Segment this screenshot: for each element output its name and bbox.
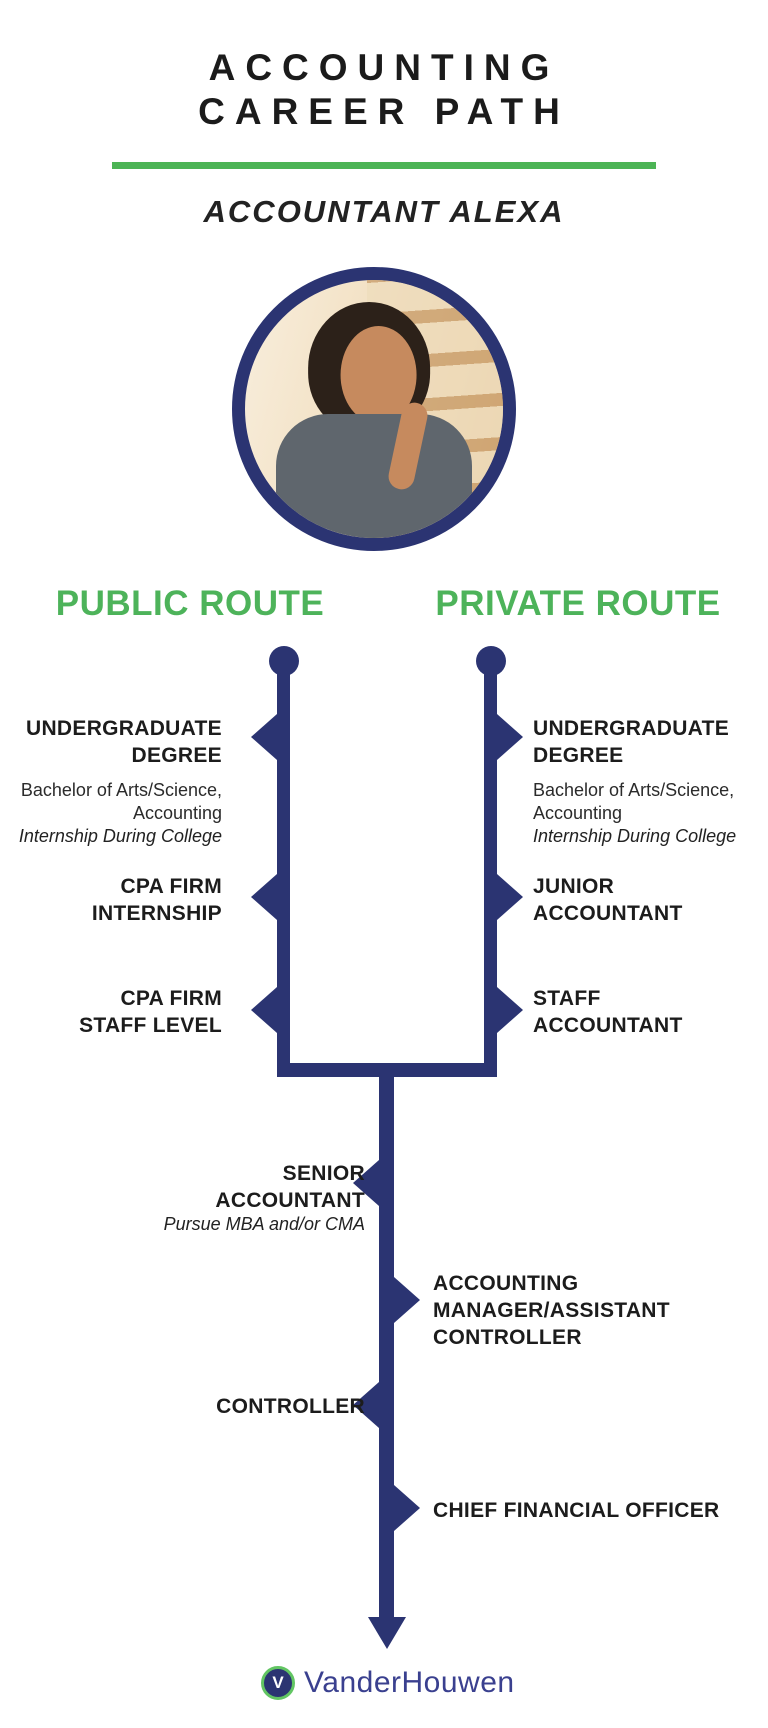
milestone-arrow-icon <box>394 1277 420 1323</box>
milestone-title-line: CPA FIRM <box>120 987 222 1010</box>
milestone-title-undergraduate-degree-private: UNDERGRADUATE DEGREE <box>533 716 729 770</box>
milestone-title-line: STAFF LEVEL <box>79 1013 222 1037</box>
milestone-detail-line: Accounting <box>533 803 623 824</box>
merged-route-line <box>379 1063 394 1619</box>
milestone-title-line: STAFF <box>533 987 601 1010</box>
milestone-title-line: DEGREE <box>131 743 222 767</box>
milestone-title-line: MANAGER/ASSISTANT <box>433 1298 670 1322</box>
private-route-line <box>484 661 497 1077</box>
milestone-arrow-icon <box>251 874 277 920</box>
milestone-title-junior-accountant: JUNIOR ACCOUNTANT <box>533 874 683 928</box>
milestone-title-cpa-firm-staff-level: CPA FIRM STAFF LEVEL <box>79 986 222 1040</box>
milestone-title-staff-accountant: STAFF ACCOUNTANT <box>533 986 683 1040</box>
milestone-note-public: Internship During College <box>18 826 222 846</box>
milestone-title-line: ACCOUNTANT <box>533 901 683 925</box>
milestone-title-undergraduate-degree-public: UNDERGRADUATE DEGREE <box>26 716 222 770</box>
public-route-heading: PUBLIC ROUTE <box>55 584 325 623</box>
vanderhouwen-logo-icon: V <box>261 1666 295 1700</box>
milestone-title-line: ACCOUNTING <box>433 1272 579 1295</box>
arrow-down-icon <box>368 1617 406 1649</box>
milestone-title-line: ACCOUNTANT <box>533 1013 683 1037</box>
milestone-arrow-icon <box>394 1485 420 1531</box>
private-route-heading: PRIVATE ROUTE <box>435 584 721 623</box>
milestone-title-line: CONTROLLER <box>216 1395 365 1418</box>
milestone-title-line: INTERNSHIP <box>91 901 222 925</box>
milestone-title-line: DEGREE <box>533 743 624 767</box>
page-title-line-1: ACCOUNTING <box>208 47 560 88</box>
milestone-detail-private: Bachelor of Arts/Science, Accounting <box>533 779 734 826</box>
milestone-title-line: CHIEF FINANCIAL OFFICER <box>433 1499 720 1522</box>
milestone-arrow-icon <box>251 714 277 760</box>
milestone-title-line: UNDERGRADUATE <box>533 717 730 740</box>
milestone-detail-line: Bachelor of Arts/Science, <box>533 780 735 800</box>
milestone-title-line: JUNIOR <box>533 875 615 898</box>
milestone-title-accounting-manager: ACCOUNTING MANAGER/ASSISTANT CONTROLLER <box>433 1271 670 1352</box>
green-divider-rule <box>112 162 656 169</box>
persona-name: ACCOUNTANT ALEXA <box>203 194 565 229</box>
milestone-title-cpa-firm-internship: CPA FIRM INTERNSHIP <box>92 874 222 928</box>
person-dress <box>276 414 472 538</box>
milestone-title-senior-accountant: SENIOR ACCOUNTANT <box>215 1161 365 1215</box>
milestone-detail-line: Bachelor of Arts/Science, <box>20 780 222 800</box>
milestone-arrow-icon <box>353 1382 379 1428</box>
logo-letter: V <box>272 1673 284 1692</box>
milestone-arrow-icon <box>353 1160 379 1206</box>
milestone-detail-public: Bachelor of Arts/Science, Accounting <box>21 779 222 826</box>
milestone-title-line: CONTROLLER <box>433 1325 582 1349</box>
milestone-note-private: Internship During College <box>533 826 737 846</box>
page-title: ACCOUNTING CAREER PATH <box>0 46 768 133</box>
milestone-title-line: UNDERGRADUATE <box>25 717 222 740</box>
public-route-line <box>277 661 290 1077</box>
milestone-arrow-icon <box>497 987 523 1033</box>
milestone-title-controller: CONTROLLER <box>216 1394 365 1421</box>
milestone-note-senior-accountant: Pursue MBA and/or CMA <box>163 1214 365 1234</box>
accountant-portrait-photo <box>232 267 516 551</box>
page-title-line-2: CAREER PATH <box>198 90 570 132</box>
milestone-title-line: SENIOR <box>282 1162 365 1185</box>
brand-name: VanderHouwen <box>304 1666 515 1699</box>
milestone-title-chief-financial-officer: CHIEF FINANCIAL OFFICER <box>433 1498 720 1525</box>
milestone-title-line: ACCOUNTANT <box>215 1188 365 1212</box>
milestone-arrow-icon <box>497 874 523 920</box>
milestone-arrow-icon <box>251 987 277 1033</box>
milestone-title-line: CPA FIRM <box>120 875 222 898</box>
milestone-arrow-icon <box>497 714 523 760</box>
milestone-detail-line: Accounting <box>132 803 222 824</box>
